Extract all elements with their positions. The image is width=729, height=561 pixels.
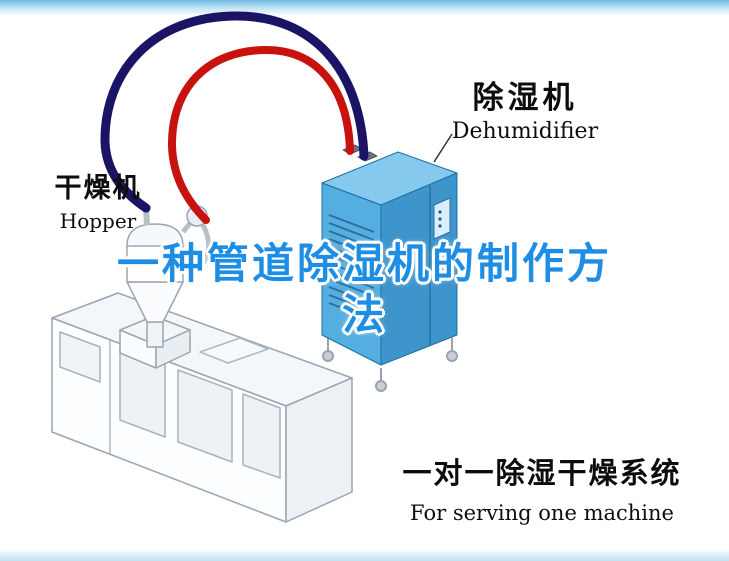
dehumidifier-cabinet-icon xyxy=(321,144,458,392)
caption-cn: 一对一除湿干燥系统 xyxy=(402,458,682,490)
page-title-line2: 法 xyxy=(341,291,387,339)
bottom-gradient-band xyxy=(0,549,729,561)
caption: 一对一除湿干燥系统 For serving one machine xyxy=(372,450,712,525)
label-leader-line xyxy=(433,133,453,163)
hopper-label: 干燥机 Hopper xyxy=(38,166,158,233)
vent-louvers xyxy=(328,214,375,321)
top-gradient-band xyxy=(0,0,729,16)
dehumidifier-label: 除湿机 Dehumidifier xyxy=(440,72,610,144)
red-hose-icon xyxy=(167,45,354,224)
caption-en: For serving one machine xyxy=(410,501,674,525)
extruder-machine-icon xyxy=(51,292,353,523)
page-title-line1: 一种管道除湿机的制作方 xyxy=(116,240,612,287)
dehumidifier-label-cn: 除湿机 xyxy=(472,80,578,115)
dehumidifier-label-en: Dehumidifier xyxy=(451,119,599,144)
navy-hose-icon xyxy=(100,11,369,213)
page-title: 一种管道除湿机的制作方 法 xyxy=(0,238,729,340)
hopper-label-en: Hopper xyxy=(59,209,137,233)
hopper-label-cn: 干燥机 xyxy=(54,173,142,203)
